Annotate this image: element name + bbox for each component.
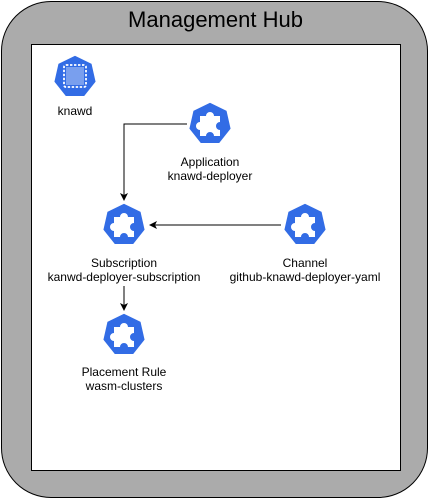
placement-rule-label: Placement Rule wasm-clusters xyxy=(64,365,184,393)
edge-application-to-subscription xyxy=(120,123,187,201)
namespace-icon xyxy=(52,54,98,100)
channel-icon xyxy=(282,202,328,248)
subscription-label: Subscription kanwd-deployer-subscription xyxy=(34,256,214,284)
subscription-icon xyxy=(101,202,147,248)
subscription-name: kanwd-deployer-subscription xyxy=(47,270,201,284)
application-label: Application knawd-deployer xyxy=(140,155,280,183)
placement-rule-name: wasm-clusters xyxy=(85,379,163,393)
placement-rule-icon xyxy=(101,312,147,358)
hub-title: Management Hub xyxy=(128,7,303,32)
application-icon xyxy=(187,101,233,147)
subscription-kind: Subscription xyxy=(90,256,158,270)
namespace-label: knawd xyxy=(35,104,115,118)
application-name: knawd-deployer xyxy=(167,169,253,183)
channel-kind: Channel xyxy=(282,256,328,270)
placement-rule-kind: Placement Rule xyxy=(81,365,167,379)
namespace-name: knawd xyxy=(57,104,93,118)
application-kind: Application xyxy=(180,155,240,169)
channel-label: Channel github-knawd-deployer-yaml xyxy=(220,256,390,284)
channel-name: github-knawd-deployer-yaml xyxy=(229,270,381,284)
